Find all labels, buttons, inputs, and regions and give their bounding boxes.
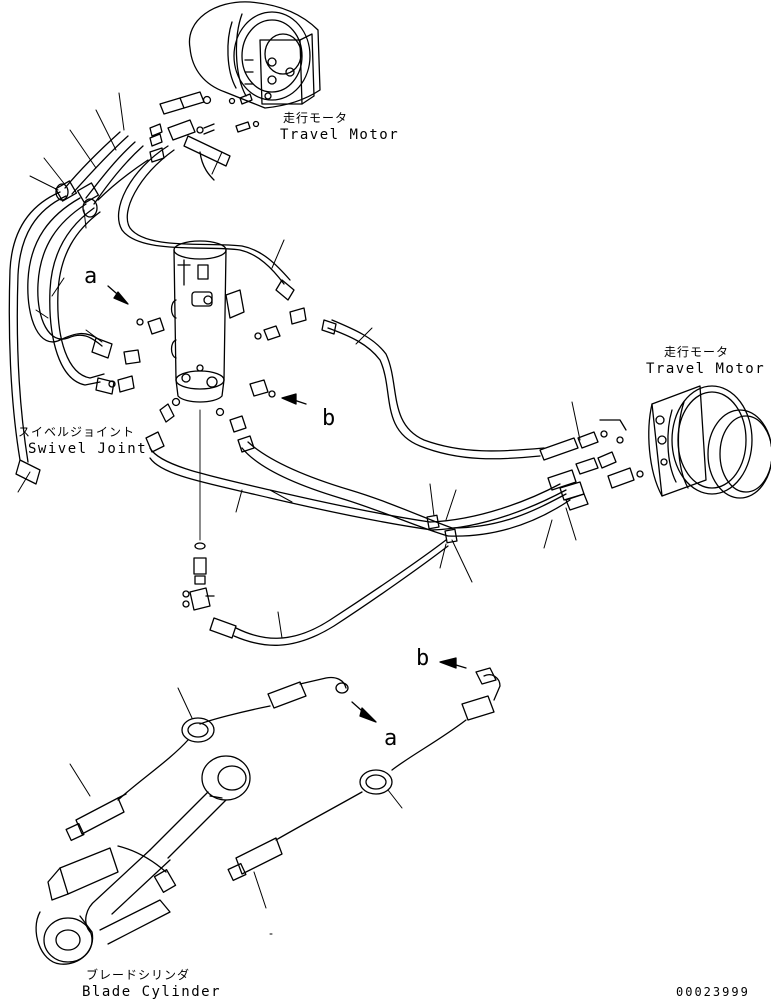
- swivel-joint-label-jp: スイベルジョイント: [18, 425, 136, 439]
- connection-arrows: [107, 285, 467, 723]
- blade-cylinder: [35, 755, 251, 965]
- travel-motor-top: [188, 1, 321, 109]
- travel-motor-right-label-jp: 走行モータ: [664, 345, 730, 359]
- travel-motor-right-label-en: Travel Motor: [646, 361, 766, 377]
- swivel-joint: [170, 240, 245, 403]
- hose-top-loop: [117, 135, 295, 301]
- blade-cylinder-label-jp: ブレードシリンダ: [86, 968, 191, 982]
- hose-swivel-bottom: [209, 539, 449, 646]
- right-motor-fittings: [539, 419, 644, 511]
- drawing-number: 00023999: [676, 985, 750, 999]
- swivel-joint-label-en: Swivel Joint: [28, 441, 148, 457]
- connection-mark-a-swivel: a: [84, 264, 98, 289]
- blade-cylinder-label-en: Blade Cylinder: [82, 984, 222, 1000]
- connection-mark-b-swivel: b: [322, 406, 336, 431]
- travel-motor-right: [648, 385, 771, 499]
- hoses-top-left: [8, 131, 149, 485]
- hoses-swivel-right: [149, 319, 571, 544]
- top-motor-fittings: [149, 91, 260, 163]
- blade-cylinder-hoses: [65, 667, 501, 882]
- connection-mark-a-cylinder: a: [384, 726, 398, 751]
- leader-lines: [17, 92, 581, 935]
- connection-mark-b-cylinder: b: [416, 646, 430, 671]
- swivel-fittings: [108, 307, 307, 611]
- travel-motor-top-label-en: Travel Motor: [280, 127, 400, 143]
- travel-motor-top-label-jp: 走行モータ: [283, 111, 349, 125]
